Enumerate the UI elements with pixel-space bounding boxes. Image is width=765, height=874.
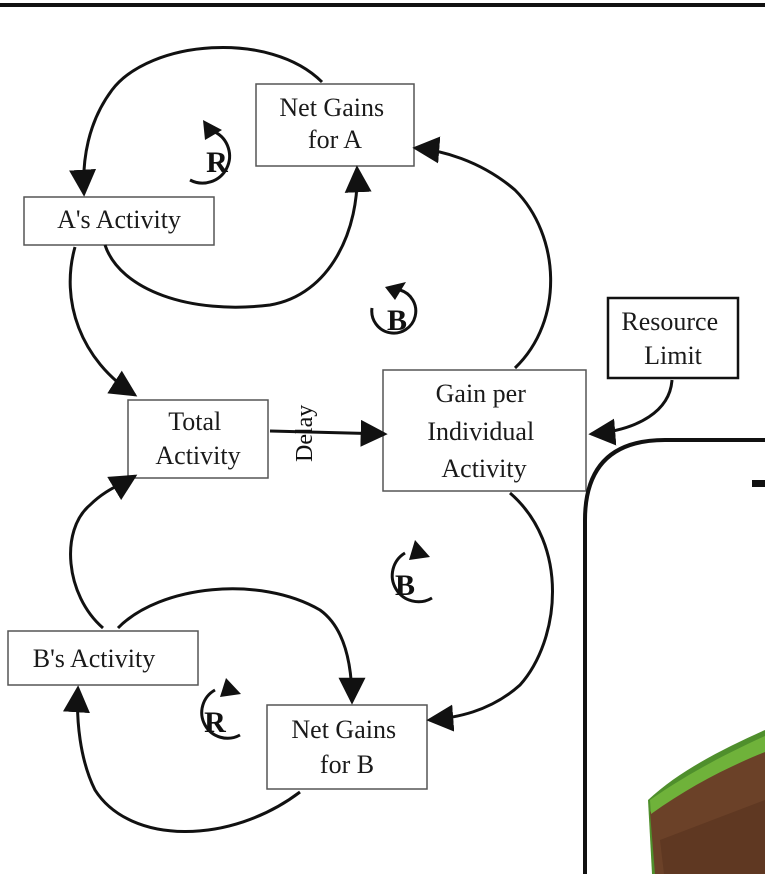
arrow-a-activity-to-net-gains-a — [103, 165, 372, 309]
gain-per-individual-label: Gain per Individual Activity — [427, 379, 540, 483]
loop-letter-b-bottom: B — [395, 569, 415, 602]
arrow-net-gains-a-to-a-activity — [69, 45, 324, 197]
loop-marker-top-b: B — [370, 282, 418, 337]
loop-marker-top-r: R — [189, 120, 232, 185]
arrow-b-activity-to-total-activity — [69, 474, 138, 630]
arrow-gain-to-net-gains-a — [412, 136, 553, 370]
net-gains-a-label: Net Gains for A — [279, 93, 390, 154]
resource-limit-box — [606, 296, 740, 380]
b-activity-label: B's Activity — [33, 644, 155, 673]
net-gains-b-label: Net Gains for B — [291, 715, 402, 779]
loop-marker-bottom-r: R — [200, 678, 241, 740]
total-activity-label: Total Activity — [155, 407, 240, 470]
loop-letter-r-top: R — [206, 146, 228, 179]
loop-letter-b-top: B — [387, 304, 407, 337]
grass-soil-image — [648, 730, 765, 874]
arrow-resource-limit-to-gain — [588, 379, 674, 446]
a-activity-label: A's Activity — [57, 205, 181, 234]
inset-dash — [752, 480, 765, 487]
loop-arrowhead-icon — [220, 678, 241, 697]
loop-arrowhead-icon — [385, 282, 406, 300]
arrow-total-activity-to-gain — [269, 419, 388, 447]
gain-per-individual-box — [382, 369, 587, 492]
net-gains-a-box — [255, 83, 415, 167]
arrow-b-activity-to-net-gains-b — [116, 587, 366, 705]
loop-marker-bottom-b: B — [390, 540, 433, 604]
loop-arrowhead-icon — [409, 540, 430, 560]
arrow-a-activity-to-total-activity — [68, 246, 138, 397]
loop-arrowhead-icon — [203, 120, 222, 140]
loop-letter-r-bottom: R — [204, 706, 226, 739]
inset-panel — [583, 438, 765, 874]
arrow-gain-to-net-gains-b — [426, 491, 554, 732]
arrow-net-gains-b-to-b-activity — [63, 685, 301, 833]
delay-label: Delay — [292, 405, 318, 462]
net-gains-b-box — [266, 704, 428, 790]
resource-limit-label: Resource Limit — [621, 307, 724, 370]
b-activity-box — [7, 630, 199, 686]
total-activity-box — [127, 399, 269, 479]
a-activity-box — [23, 196, 215, 246]
